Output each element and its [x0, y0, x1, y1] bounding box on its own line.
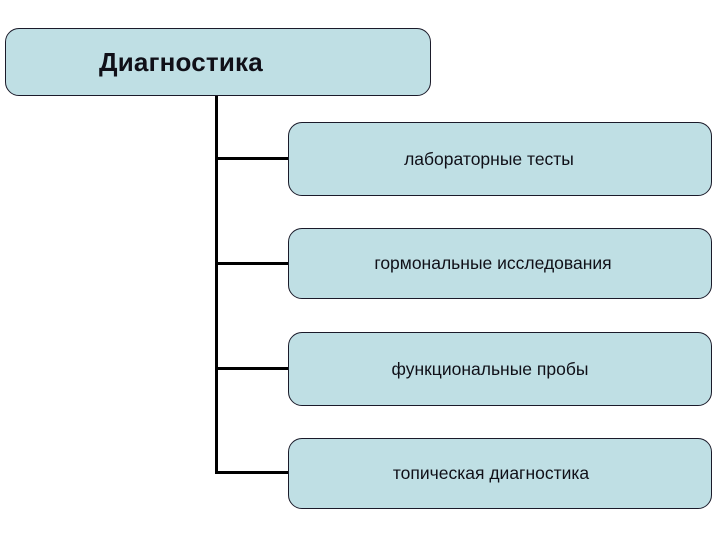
child-node-4-label: топическая диагностика — [392, 463, 590, 484]
child-node-1-label: лабораторные тесты — [404, 148, 574, 169]
child-node-3[interactable]: функциональные пробы — [288, 332, 712, 406]
child-node-4[interactable]: топическая диагностика — [288, 438, 712, 509]
root-node-label: Диагностика — [99, 46, 263, 77]
root-node[interactable]: Диагностика — [5, 28, 431, 96]
child-node-3-label: функциональные пробы — [391, 358, 589, 379]
child-node-1[interactable]: лабораторные тесты — [288, 122, 712, 196]
child-node-2-label: гормональные исследования — [374, 253, 612, 274]
child-node-2[interactable]: гормональные исследования — [288, 228, 712, 299]
